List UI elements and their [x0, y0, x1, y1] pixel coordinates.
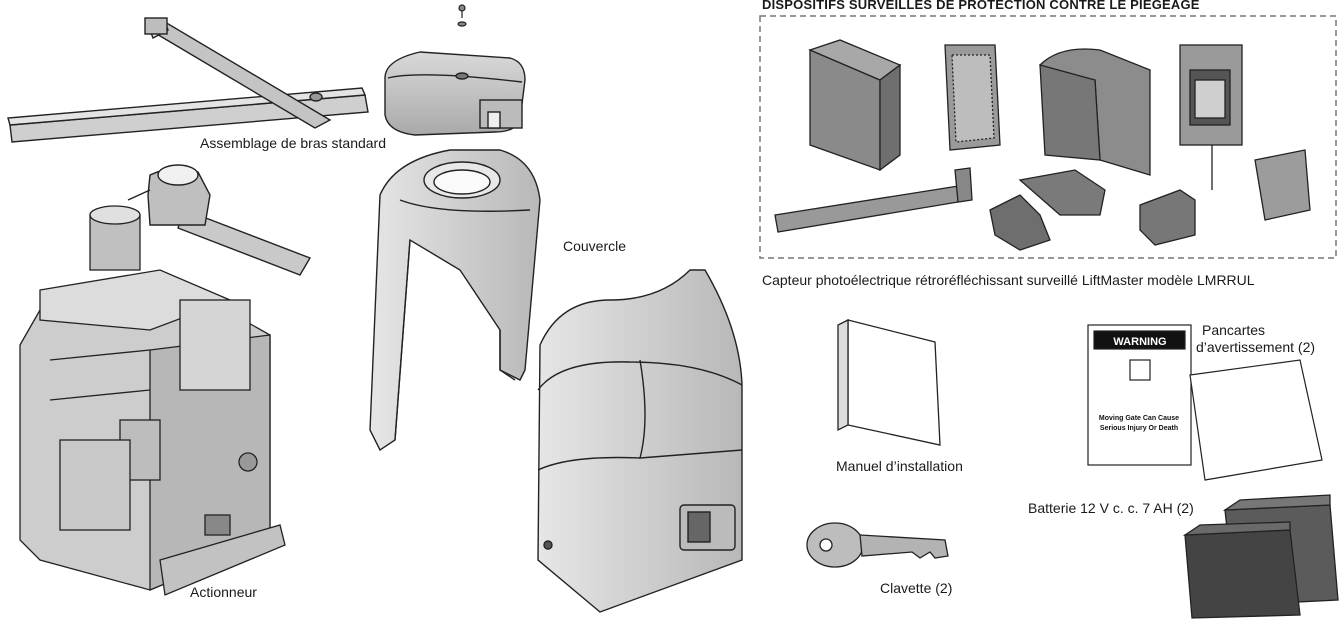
cover-label: Couvercle	[563, 238, 627, 254]
key-illustration	[806, 522, 949, 568]
sensor-label: Capteur photoélectrique rétroréfléchissa…	[762, 272, 1255, 288]
manual-label: Manuel d’installation	[836, 458, 963, 474]
battery-label: Batterie 12 V c. c. 7 AH (2)	[1028, 500, 1194, 516]
warning-signs-label-line1: Pancartes	[1202, 322, 1266, 338]
warning-sign-line1: Moving Gate Can Cause	[1099, 415, 1179, 422]
warning-sign-header: WARNING	[1113, 336, 1166, 348]
actuator-illustration	[19, 205, 286, 596]
clamp-arm-illustration	[127, 164, 312, 276]
reflector-illustration	[944, 44, 1001, 151]
arm-assembly-label: Assemblage de bras standard	[200, 135, 386, 151]
warning-signs-illustration	[1087, 324, 1323, 481]
photo-sensor-illustration	[1179, 44, 1243, 190]
top-cap-illustration	[384, 51, 526, 136]
sensor-hood-illustration	[808, 39, 902, 172]
warning-sign-line2: Serious Injury Or Death	[1100, 425, 1178, 432]
batteries-illustration	[1182, 494, 1339, 619]
cover-shell-illustration	[369, 149, 541, 452]
screw-illustration	[457, 4, 467, 27]
warning-signs-label-line2: d’avertissement (2)	[1196, 339, 1316, 355]
mounting-bracket-illustration	[774, 149, 1311, 251]
section-title: DISPOSITIFS SURVEILLÉS DE PROTECTION CON…	[762, 0, 1200, 12]
safety-devices-frame	[759, 15, 1337, 259]
key-label: Clavette (2)	[880, 580, 953, 596]
assembled-cover-illustration	[537, 269, 743, 613]
actuator-label: Actionneur	[190, 584, 257, 600]
arm-assembly-illustration	[7, 17, 369, 143]
sensor-shroud-illustration	[1039, 48, 1151, 176]
manual-illustration	[837, 318, 941, 446]
